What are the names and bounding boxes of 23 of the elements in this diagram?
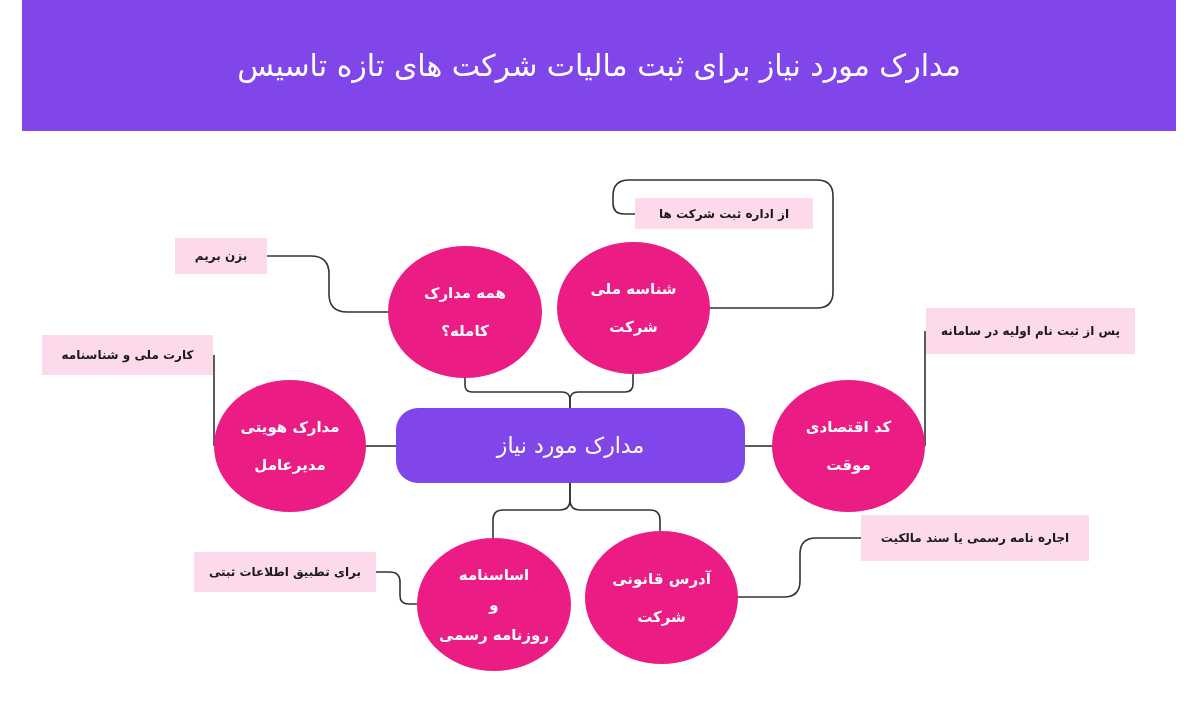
note-box: پس از ثبت نام اولیه در سامانه	[926, 308, 1135, 354]
leader-line	[266, 255, 389, 313]
leader-line	[924, 330, 926, 447]
leader-line	[737, 537, 862, 598]
connector-line	[569, 482, 661, 532]
leader-line	[612, 179, 834, 309]
note-box: از اداره ثبت شرکت ها	[635, 198, 813, 229]
connector-line	[569, 373, 634, 409]
note-box: کارت ملی و شناسنامه	[42, 335, 213, 375]
note-box: اجاره نامه رسمی یا سند مالکیت	[861, 515, 1089, 561]
note-box: برای تطبیق اطلاعات ثبتی	[194, 552, 376, 592]
topic-circle: مدارک هویتی مدیرعامل	[214, 380, 366, 512]
topic-circle: آدرس قانونی شرکت	[585, 531, 738, 664]
topic-circle: شناسه ملی شرکت	[557, 242, 710, 374]
topic-circle: همه مدارک کامله؟	[388, 246, 542, 378]
title-banner: مدارک مورد نیاز برای ثبت مالیات شرکت های تازه تاسیس	[22, 0, 1176, 131]
leader-line	[375, 571, 418, 605]
topic-circle: کد اقتصادی موقت	[772, 380, 925, 512]
connector-line	[365, 445, 397, 447]
topic-circle: اساسنامه و روزنامه رسمی	[417, 538, 571, 671]
connector-line	[744, 445, 773, 447]
note-box: بزن بریم	[175, 238, 267, 274]
center-box: مدارک مورد نیاز	[396, 408, 745, 483]
